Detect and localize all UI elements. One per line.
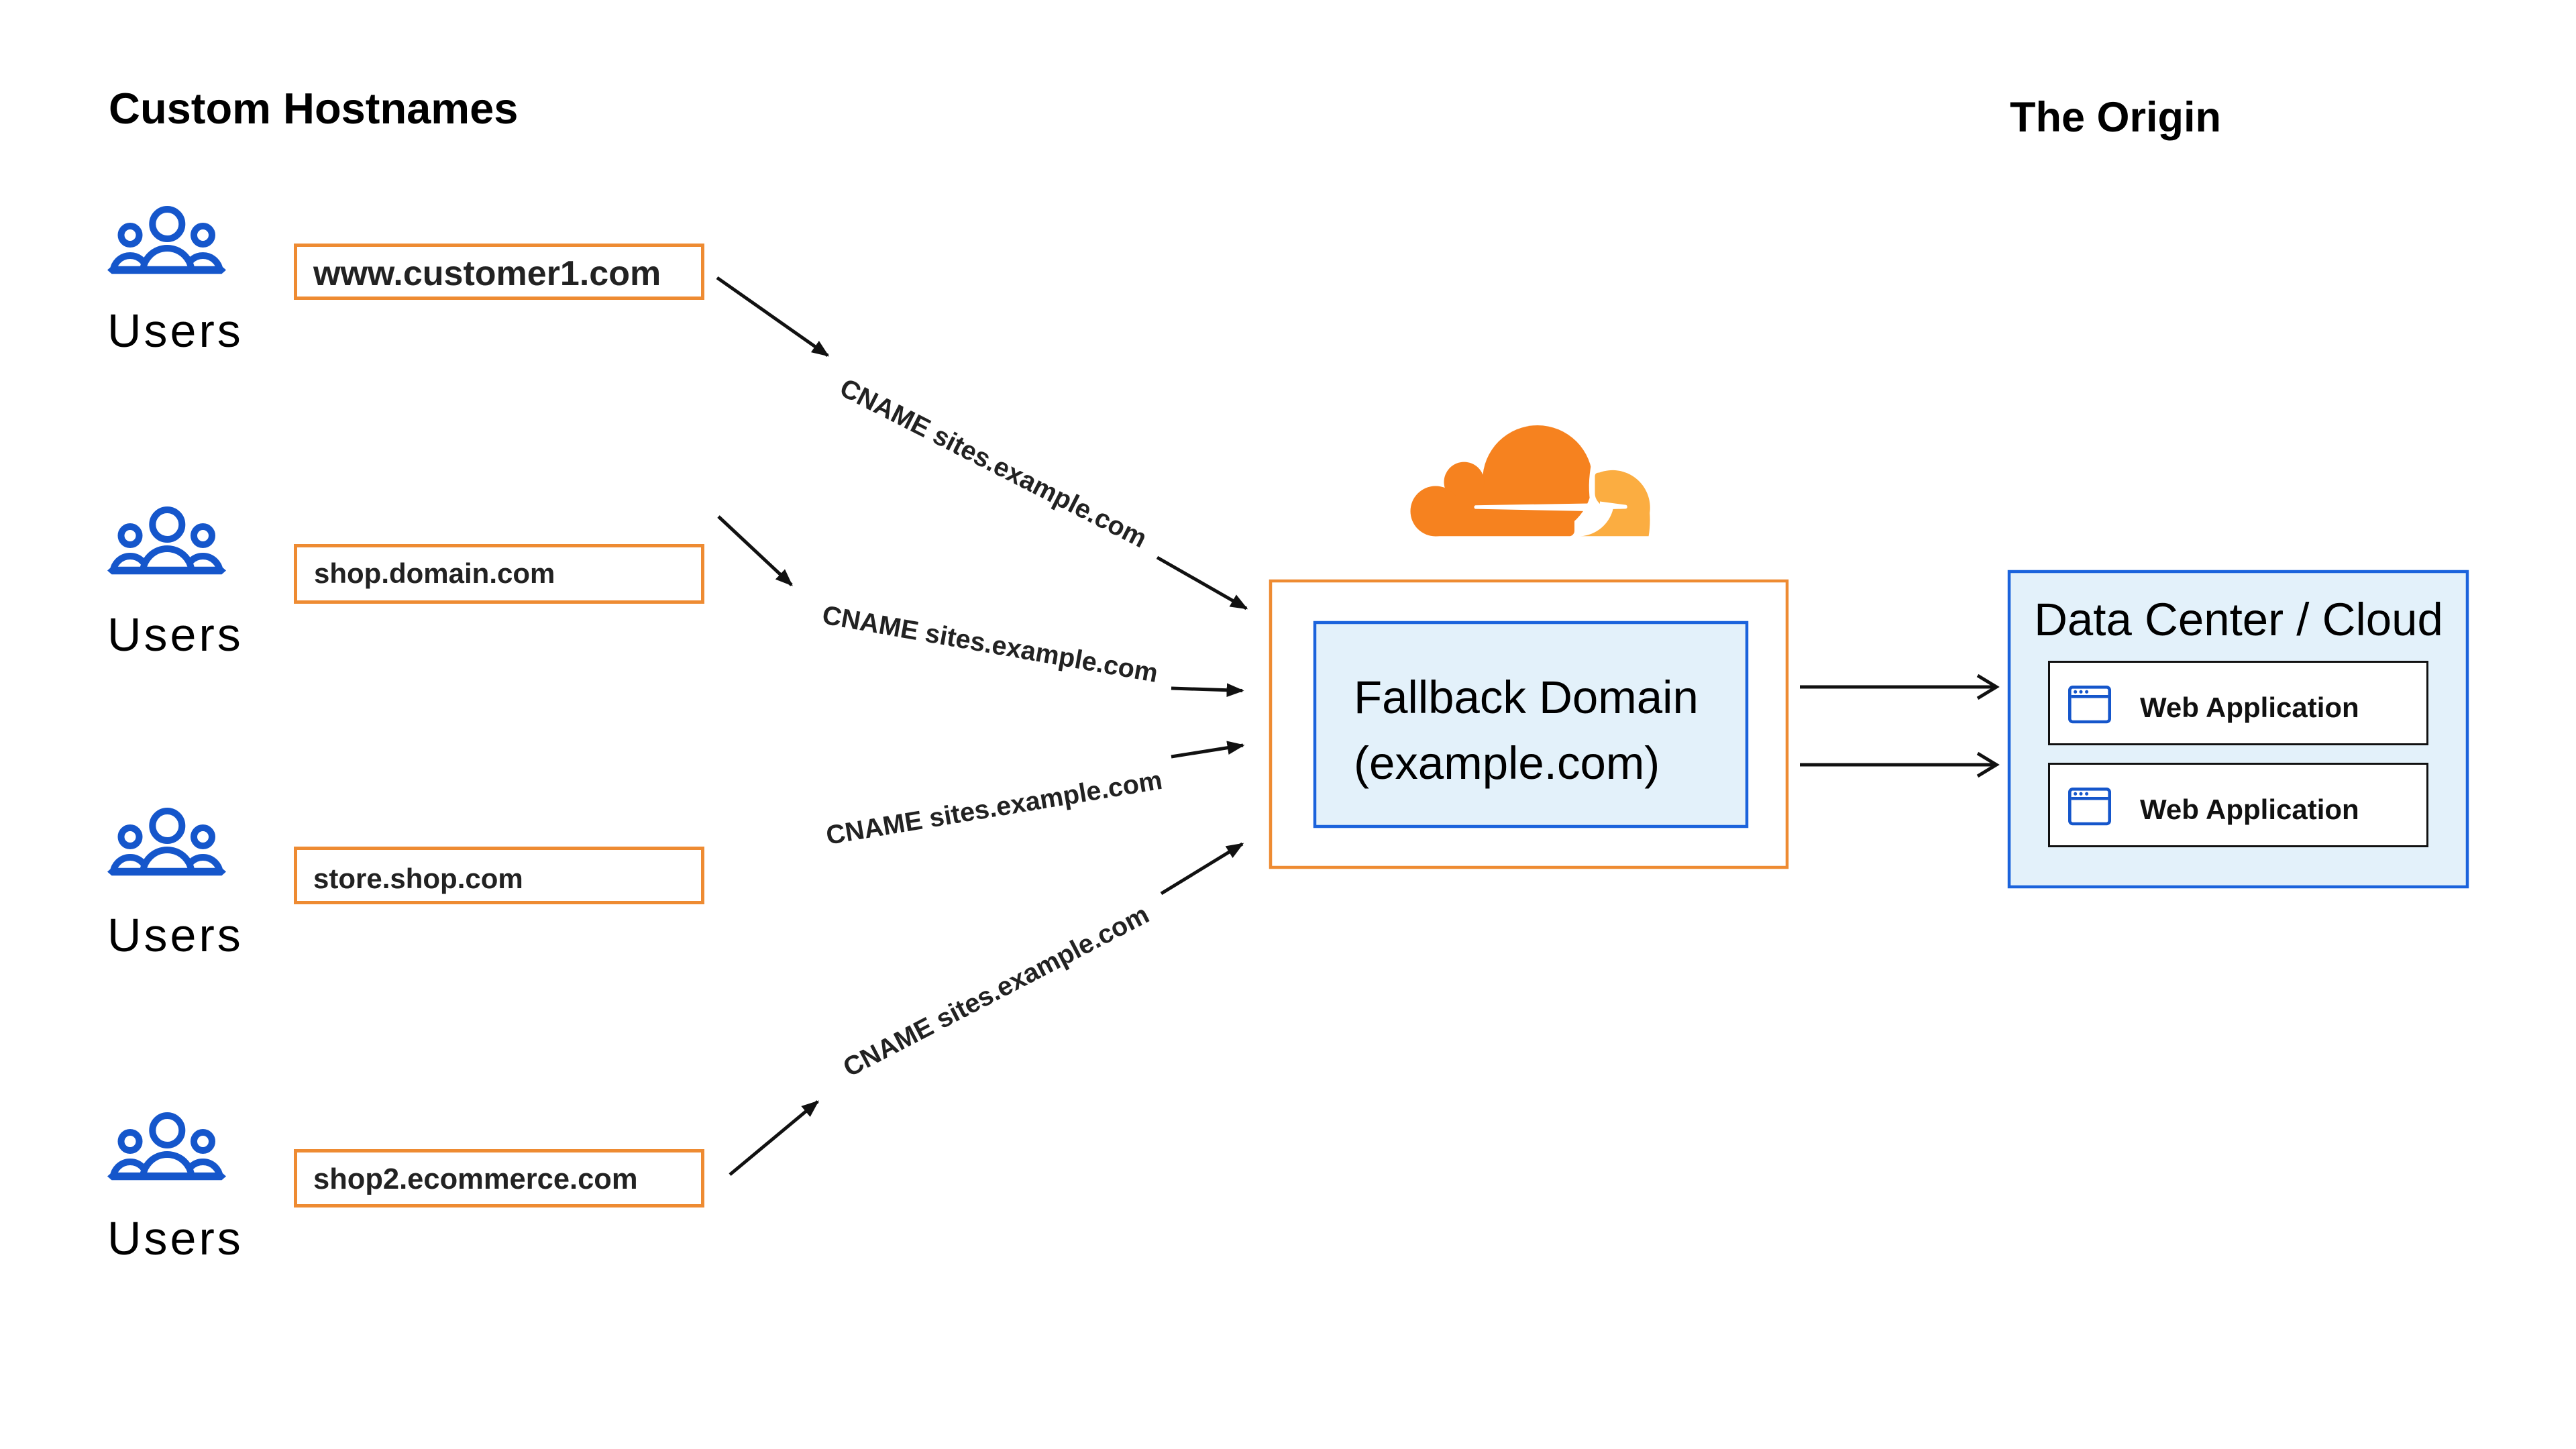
svg-text:Fallback Domain: Fallback Domain xyxy=(1354,672,1699,723)
svg-text:CNAME sites.example.com: CNAME sites.example.com xyxy=(839,900,1154,1083)
svg-text:Data Center / Cloud: Data Center / Cloud xyxy=(2034,594,2443,645)
svg-text:Users: Users xyxy=(107,1212,244,1265)
svg-text:The Origin: The Origin xyxy=(2010,94,2221,141)
svg-text:shop2.ecommerce.com: shop2.ecommerce.com xyxy=(313,1163,638,1195)
svg-text:CNAME sites.example.com: CNAME sites.example.com xyxy=(820,600,1160,688)
svg-text:Custom Hostnames: Custom Hostnames xyxy=(109,84,518,133)
svg-text:Users: Users xyxy=(107,608,244,661)
svg-text:CNAME sites.example.com: CNAME sites.example.com xyxy=(824,765,1164,851)
svg-text:store.shop.com: store.shop.com xyxy=(313,863,523,894)
svg-text:Web Application: Web Application xyxy=(2140,794,2359,825)
svg-text:(example.com): (example.com) xyxy=(1354,737,1660,789)
svg-text:shop.domain.com: shop.domain.com xyxy=(314,557,555,589)
svg-text:Web Application: Web Application xyxy=(2140,692,2359,723)
svg-text:Users: Users xyxy=(107,305,244,357)
svg-text:Users: Users xyxy=(107,909,244,961)
svg-text:CNAME sites.example.com: CNAME sites.example.com xyxy=(835,373,1152,553)
svg-text:www.customer1.com: www.customer1.com xyxy=(313,254,661,293)
